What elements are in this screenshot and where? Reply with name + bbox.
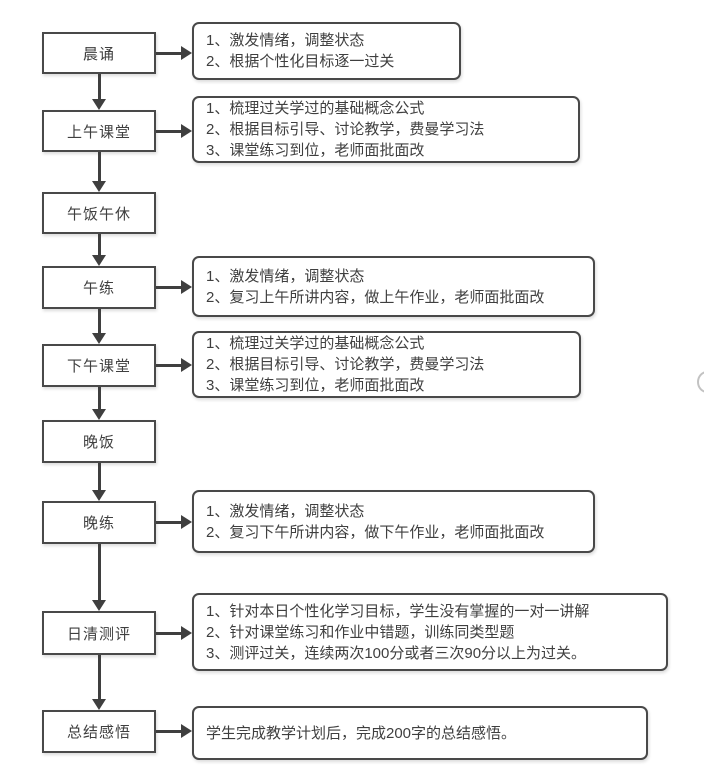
flow-node-noon-practice: 午练	[42, 266, 156, 309]
flow-node-label: 晨诵	[82, 45, 115, 63]
detail-line: 1、激发情绪，调整状态	[206, 267, 365, 285]
detail-line: 3、测评过关，连续两次100分或者三次90分以上为过关。	[206, 644, 587, 662]
detail-line: 2、复习上午所讲内容，做上午作业，老师面批面改	[206, 288, 545, 306]
right-arrow	[156, 724, 192, 738]
detail-line: 3、课堂练习到位，老师面批面改	[206, 142, 425, 159]
flow-node-label: 总结感悟	[66, 724, 131, 741]
detail-box-morning-reading: 1、激发情绪，调整状态 2、根据个性化目标逐一过关	[192, 22, 461, 80]
flow-node-morning-class: 上午课堂	[42, 110, 156, 152]
right-arrow	[156, 280, 192, 294]
detail-line: 2、根据目标引导、讨论教学，费曼学习法	[206, 356, 485, 373]
flow-node-label: 午练	[82, 280, 115, 297]
detail-box-afternoon-class: 1、梳理过关学过的基础概念公式 2、根据目标引导、讨论教学，费曼学习法 3、课堂…	[192, 331, 581, 398]
flow-node-lunch-break: 午饭午休	[42, 192, 156, 234]
detail-line: 3、课堂练习到位，老师面批面改	[206, 377, 425, 394]
down-arrow	[92, 544, 106, 611]
detail-box-summary-reflection: 学生完成教学计划后，完成200字的总结感悟。	[192, 706, 648, 760]
flow-node-daily-assessment: 日清测评	[42, 611, 156, 655]
flow-node-afternoon-class: 下午课堂	[42, 344, 156, 387]
flow-node-summary-reflection: 总结感悟	[42, 710, 156, 753]
right-arrow	[156, 358, 192, 372]
detail-line: 2、根据目标引导、讨论教学，费曼学习法	[206, 121, 485, 138]
detail-line: 1、激发情绪，调整状态	[206, 32, 365, 49]
down-arrow	[92, 463, 106, 501]
flow-node-evening-practice: 晚练	[42, 501, 156, 544]
detail-line: 1、激发情绪，调整状态	[206, 502, 365, 520]
flow-node-label: 上午课堂	[66, 123, 131, 141]
right-arrow	[156, 124, 192, 138]
down-arrow	[92, 309, 106, 344]
down-arrow	[92, 152, 106, 192]
detail-line: 2、根据个性化目标逐一过关	[206, 53, 395, 70]
flow-node-label: 午饭午休	[66, 205, 131, 223]
down-arrow	[92, 387, 106, 420]
flow-node-dinner: 晚饭	[42, 420, 156, 463]
detail-box-daily-assessment: 1、针对本日个性化学习目标，学生没有掌握的一对一讲解 2、针对课堂练习和作业中错…	[192, 593, 668, 671]
flow-node-label: 晚练	[82, 515, 115, 532]
right-arrow	[156, 626, 192, 640]
right-arrow	[156, 46, 192, 60]
down-arrow	[92, 234, 106, 266]
detail-line: 1、梳理过关学过的基础概念公式	[206, 335, 425, 352]
detail-line: 2、复习下午所讲内容，做下午作业，老师面批面改	[206, 523, 545, 541]
detail-line: 1、梳理过关学过的基础概念公式	[206, 100, 425, 117]
detail-box-noon-practice: 1、激发情绪，调整状态 2、复习上午所讲内容，做上午作业，老师面批面改	[192, 256, 595, 317]
detail-box-evening-practice: 1、激发情绪，调整状态 2、复习下午所讲内容，做下午作业，老师面批面改	[192, 490, 595, 553]
detail-line: 2、针对课堂练习和作业中错题，训练同类型题	[206, 623, 515, 641]
partial-circle-mark	[697, 371, 704, 393]
flow-node-label: 下午课堂	[66, 358, 131, 375]
detail-line: 学生完成教学计划后，完成200字的总结感悟。	[206, 724, 517, 742]
detail-box-morning-class: 1、梳理过关学过的基础概念公式 2、根据目标引导、讨论教学，费曼学习法 3、课堂…	[192, 96, 580, 163]
down-arrow	[92, 655, 106, 710]
flow-node-morning-reading: 晨诵	[42, 32, 156, 74]
down-arrow	[92, 74, 106, 110]
flow-node-label: 日清测评	[66, 625, 131, 643]
flow-node-label: 晚饭	[82, 434, 115, 451]
right-arrow	[156, 515, 192, 529]
detail-line: 1、针对本日个性化学习目标，学生没有掌握的一对一讲解	[206, 602, 590, 620]
